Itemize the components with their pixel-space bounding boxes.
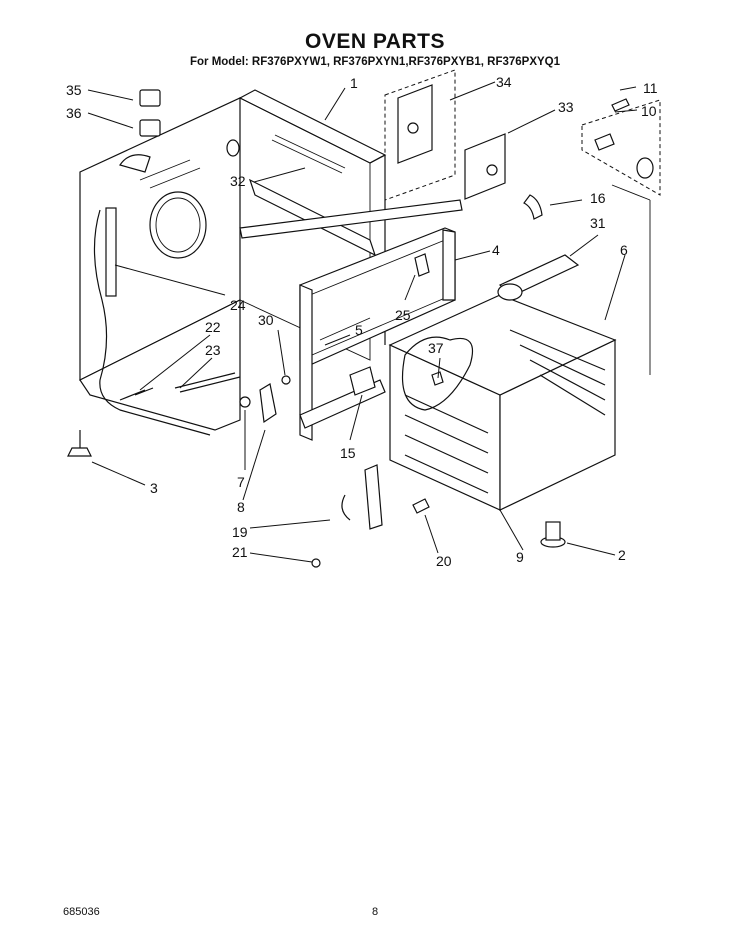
callout-35: 35 <box>66 82 82 98</box>
callout-5: 5 <box>355 322 363 338</box>
callout-21: 21 <box>232 544 248 560</box>
model-subtitle: For Model: RF376PXYW1, RF376PXYN1,RF376P… <box>189 56 561 68</box>
callout-11: 11 <box>643 80 658 96</box>
callout-16: 16 <box>590 190 606 206</box>
callout-10: 10 <box>641 103 657 119</box>
callout-3: 3 <box>150 480 158 496</box>
callout-36: 36 <box>66 105 82 121</box>
callout-33: 33 <box>558 99 574 115</box>
callout-2: 2 <box>618 547 626 563</box>
callout-25: 25 <box>395 307 411 323</box>
oven-rack-cavity <box>388 294 617 511</box>
callout-labels: 35 36 1 32 34 33 11 10 16 31 6 4 24 25 5… <box>66 74 658 569</box>
callout-9: 9 <box>516 549 524 565</box>
callout-4: 4 <box>492 242 500 258</box>
callout-7: 7 <box>237 474 245 490</box>
callout-6: 6 <box>620 242 628 258</box>
page-number: 8 <box>372 906 379 918</box>
callout-30: 30 <box>258 312 274 328</box>
callout-22: 22 <box>205 319 221 335</box>
callout-8: 8 <box>237 499 245 515</box>
igniter-parts <box>581 98 661 196</box>
callout-24: 24 <box>230 297 246 313</box>
bracket-parts <box>384 69 506 201</box>
callout-34: 34 <box>496 74 512 90</box>
callout-23: 23 <box>205 342 221 358</box>
callout-32: 32 <box>230 173 246 189</box>
small-parts <box>67 89 651 568</box>
callout-31: 31 <box>590 215 606 231</box>
callout-15: 15 <box>340 445 356 461</box>
callout-20: 20 <box>436 553 452 569</box>
oven-side-panel <box>79 97 241 436</box>
callout-37: 37 <box>428 340 444 356</box>
burner-assembly <box>497 194 580 301</box>
callout-1: 1 <box>350 75 358 91</box>
page-title: OVEN PARTS <box>305 30 445 53</box>
oven-top-frame <box>238 89 463 361</box>
callout-19: 19 <box>232 524 248 540</box>
document-number: 685036 <box>63 906 100 918</box>
leader-lines <box>87 81 638 563</box>
